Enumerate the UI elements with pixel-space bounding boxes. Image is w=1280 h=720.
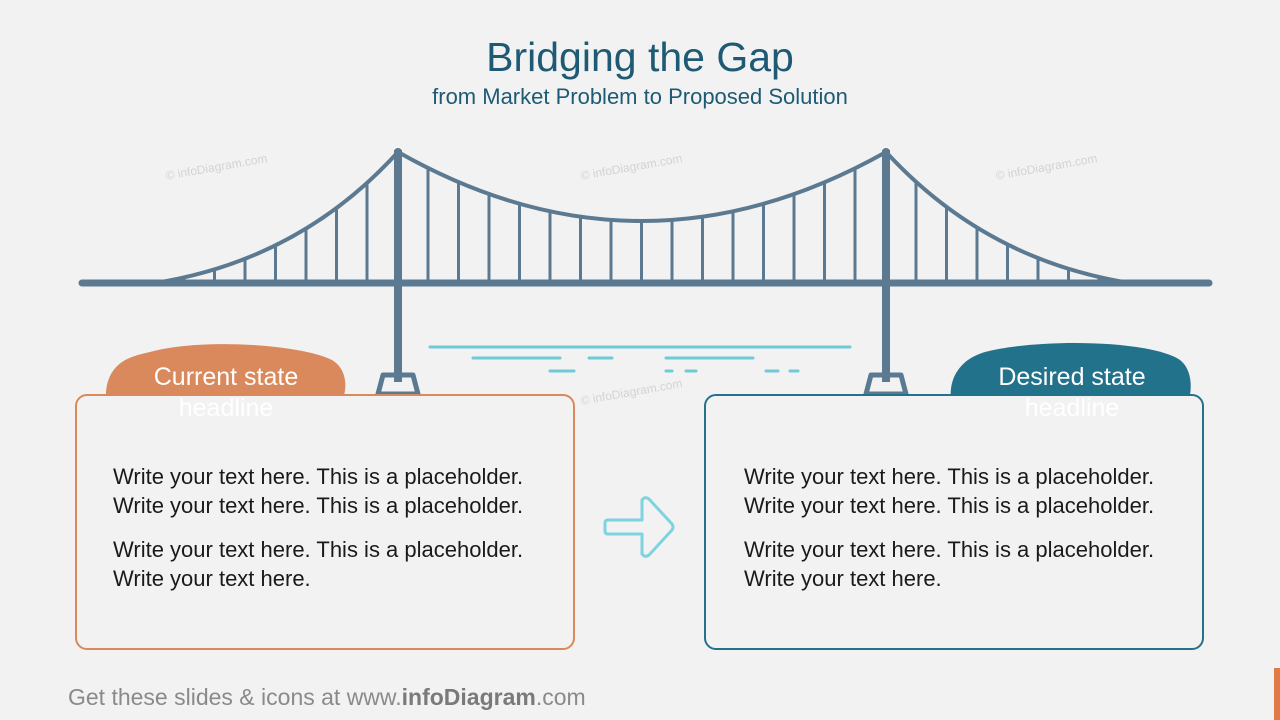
footer-credit: Get these slides & icons at www.infoDiag… [68,684,586,711]
water-lines [428,345,852,373]
desired-state-headline: Desired state headline [962,362,1182,424]
desired-state-headline-line-2: headline [1024,394,1120,422]
current-state-card: Write your text here. This is a placehol… [75,394,575,650]
desired-state-headline-line-1: Desired state [998,363,1146,391]
page-subtitle: from Market Problem to Proposed Solution [432,84,848,109]
desired-state-card: Write your text here. This is a placehol… [704,394,1204,650]
desired-state-paragraph-2: Write your text here. This is a placehol… [744,537,1155,591]
corner-accent [1274,668,1280,720]
arrow-right-icon [603,496,675,558]
current-state-headline-line-1: Current state [153,363,299,391]
footer-brand: infoDiagram [401,684,536,710]
footer-suffix: .com [535,684,586,710]
desired-state-body: Write your text here. This is a placehol… [744,462,1164,608]
current-state-headline-line-2: headline [178,394,274,422]
current-state-headline: Current state headline [118,362,334,424]
current-state-paragraph-1: Write your text here. This is a placehol… [113,464,524,518]
current-state-paragraph-2: Write your text here. This is a placehol… [113,537,524,591]
desired-state-paragraph-1: Write your text here. This is a placehol… [744,464,1155,518]
page-title: Bridging the Gap [486,34,794,80]
current-state-body: Write your text here. This is a placehol… [113,462,533,608]
footer-prefix: Get these slides & icons at www. [68,684,402,710]
